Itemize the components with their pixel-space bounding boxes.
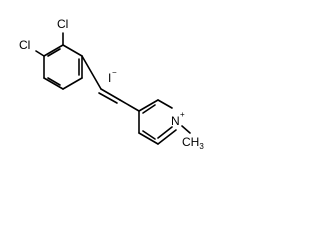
iodide-charge: −	[112, 68, 117, 77]
chlorine-upper-label: Cl	[57, 17, 68, 31]
bond	[62, 44, 83, 57]
bond	[138, 132, 159, 145]
bond	[157, 99, 173, 109]
pyridinium-ring	[138, 99, 177, 145]
double-bond-inner	[98, 92, 118, 104]
nitrogen-label: N	[171, 114, 180, 128]
methyl-main: CH	[182, 135, 199, 149]
double-bond-inner	[142, 104, 156, 114]
bond-c-cl-lower	[35, 50, 45, 57]
double-bond-inner	[142, 130, 156, 140]
bond	[43, 77, 64, 90]
bond	[62, 77, 83, 90]
bond	[157, 129, 177, 145]
nitrogen-charge: +	[180, 110, 185, 119]
methyl-label: CH3	[182, 135, 204, 151]
bond	[81, 55, 102, 90]
bond	[119, 99, 140, 112]
bond	[43, 44, 64, 57]
double-bond-inner	[157, 126, 173, 139]
double-bond-inner	[47, 48, 61, 57]
chlorine-lower-label: Cl	[19, 38, 30, 52]
bond	[100, 88, 121, 101]
vinyl-linker	[81, 55, 140, 112]
double-bond-inner	[47, 77, 61, 86]
bond	[138, 99, 159, 112]
methyl-subscript: 3	[199, 142, 204, 151]
structure-diagram: Cl Cl N + CH3 I −	[19, 17, 204, 151]
iodide-label: I	[108, 71, 111, 85]
bond-n-methyl	[181, 125, 191, 134]
dichlorophenyl-ring	[43, 44, 83, 90]
